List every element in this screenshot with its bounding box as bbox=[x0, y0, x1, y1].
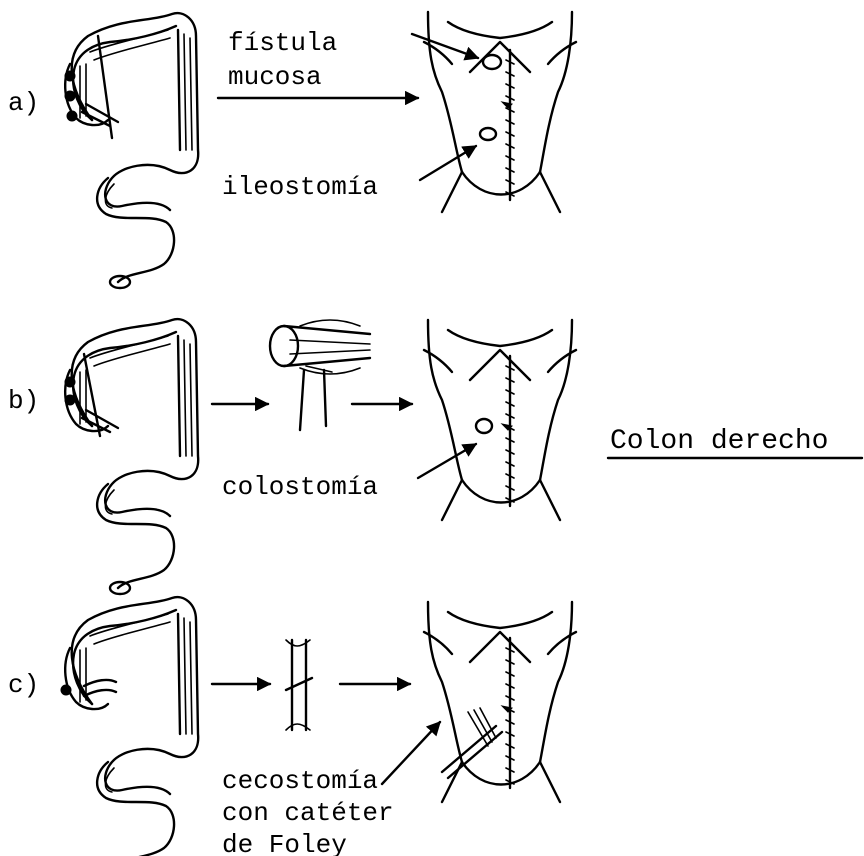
torso-drawing-b bbox=[424, 320, 576, 520]
arrow-colostomia bbox=[418, 444, 476, 478]
label-fistula: fístula bbox=[228, 28, 337, 58]
panel-b: b) colostomía bbox=[8, 319, 576, 594]
label-con-cateter: con catéter bbox=[222, 798, 394, 828]
torso-drawing-a bbox=[424, 12, 576, 212]
panel-c-marker: c) bbox=[8, 670, 39, 700]
colon-drawing-b bbox=[65, 319, 198, 594]
label-mucosa: mucosa bbox=[228, 62, 322, 92]
torso-drawing-c bbox=[424, 602, 576, 802]
arrow-fistula bbox=[412, 34, 478, 58]
arrow-ileostomia bbox=[420, 146, 476, 180]
panel-c: c) cecostomía con catéter de Foley bbox=[8, 597, 576, 856]
panel-a-marker: a) bbox=[8, 88, 39, 118]
panel-b-marker: b) bbox=[8, 386, 39, 416]
label-de-foley: de Foley bbox=[222, 830, 347, 856]
label-ileostomia: ileostomía bbox=[222, 172, 378, 202]
colon-drawing-a bbox=[65, 13, 198, 288]
label-colostomia: colostomía bbox=[222, 472, 378, 502]
colon-drawing-c bbox=[61, 597, 198, 856]
figure-title: Colon derecho bbox=[610, 426, 828, 457]
panel-a: a) fístula mucosa ileostomía bbox=[8, 12, 576, 288]
bowel-end-drawing-b bbox=[270, 320, 370, 430]
tube-segment-c bbox=[286, 640, 312, 730]
arrow-cecostomia bbox=[382, 722, 440, 784]
label-cecostomia: cecostomía bbox=[222, 766, 378, 796]
